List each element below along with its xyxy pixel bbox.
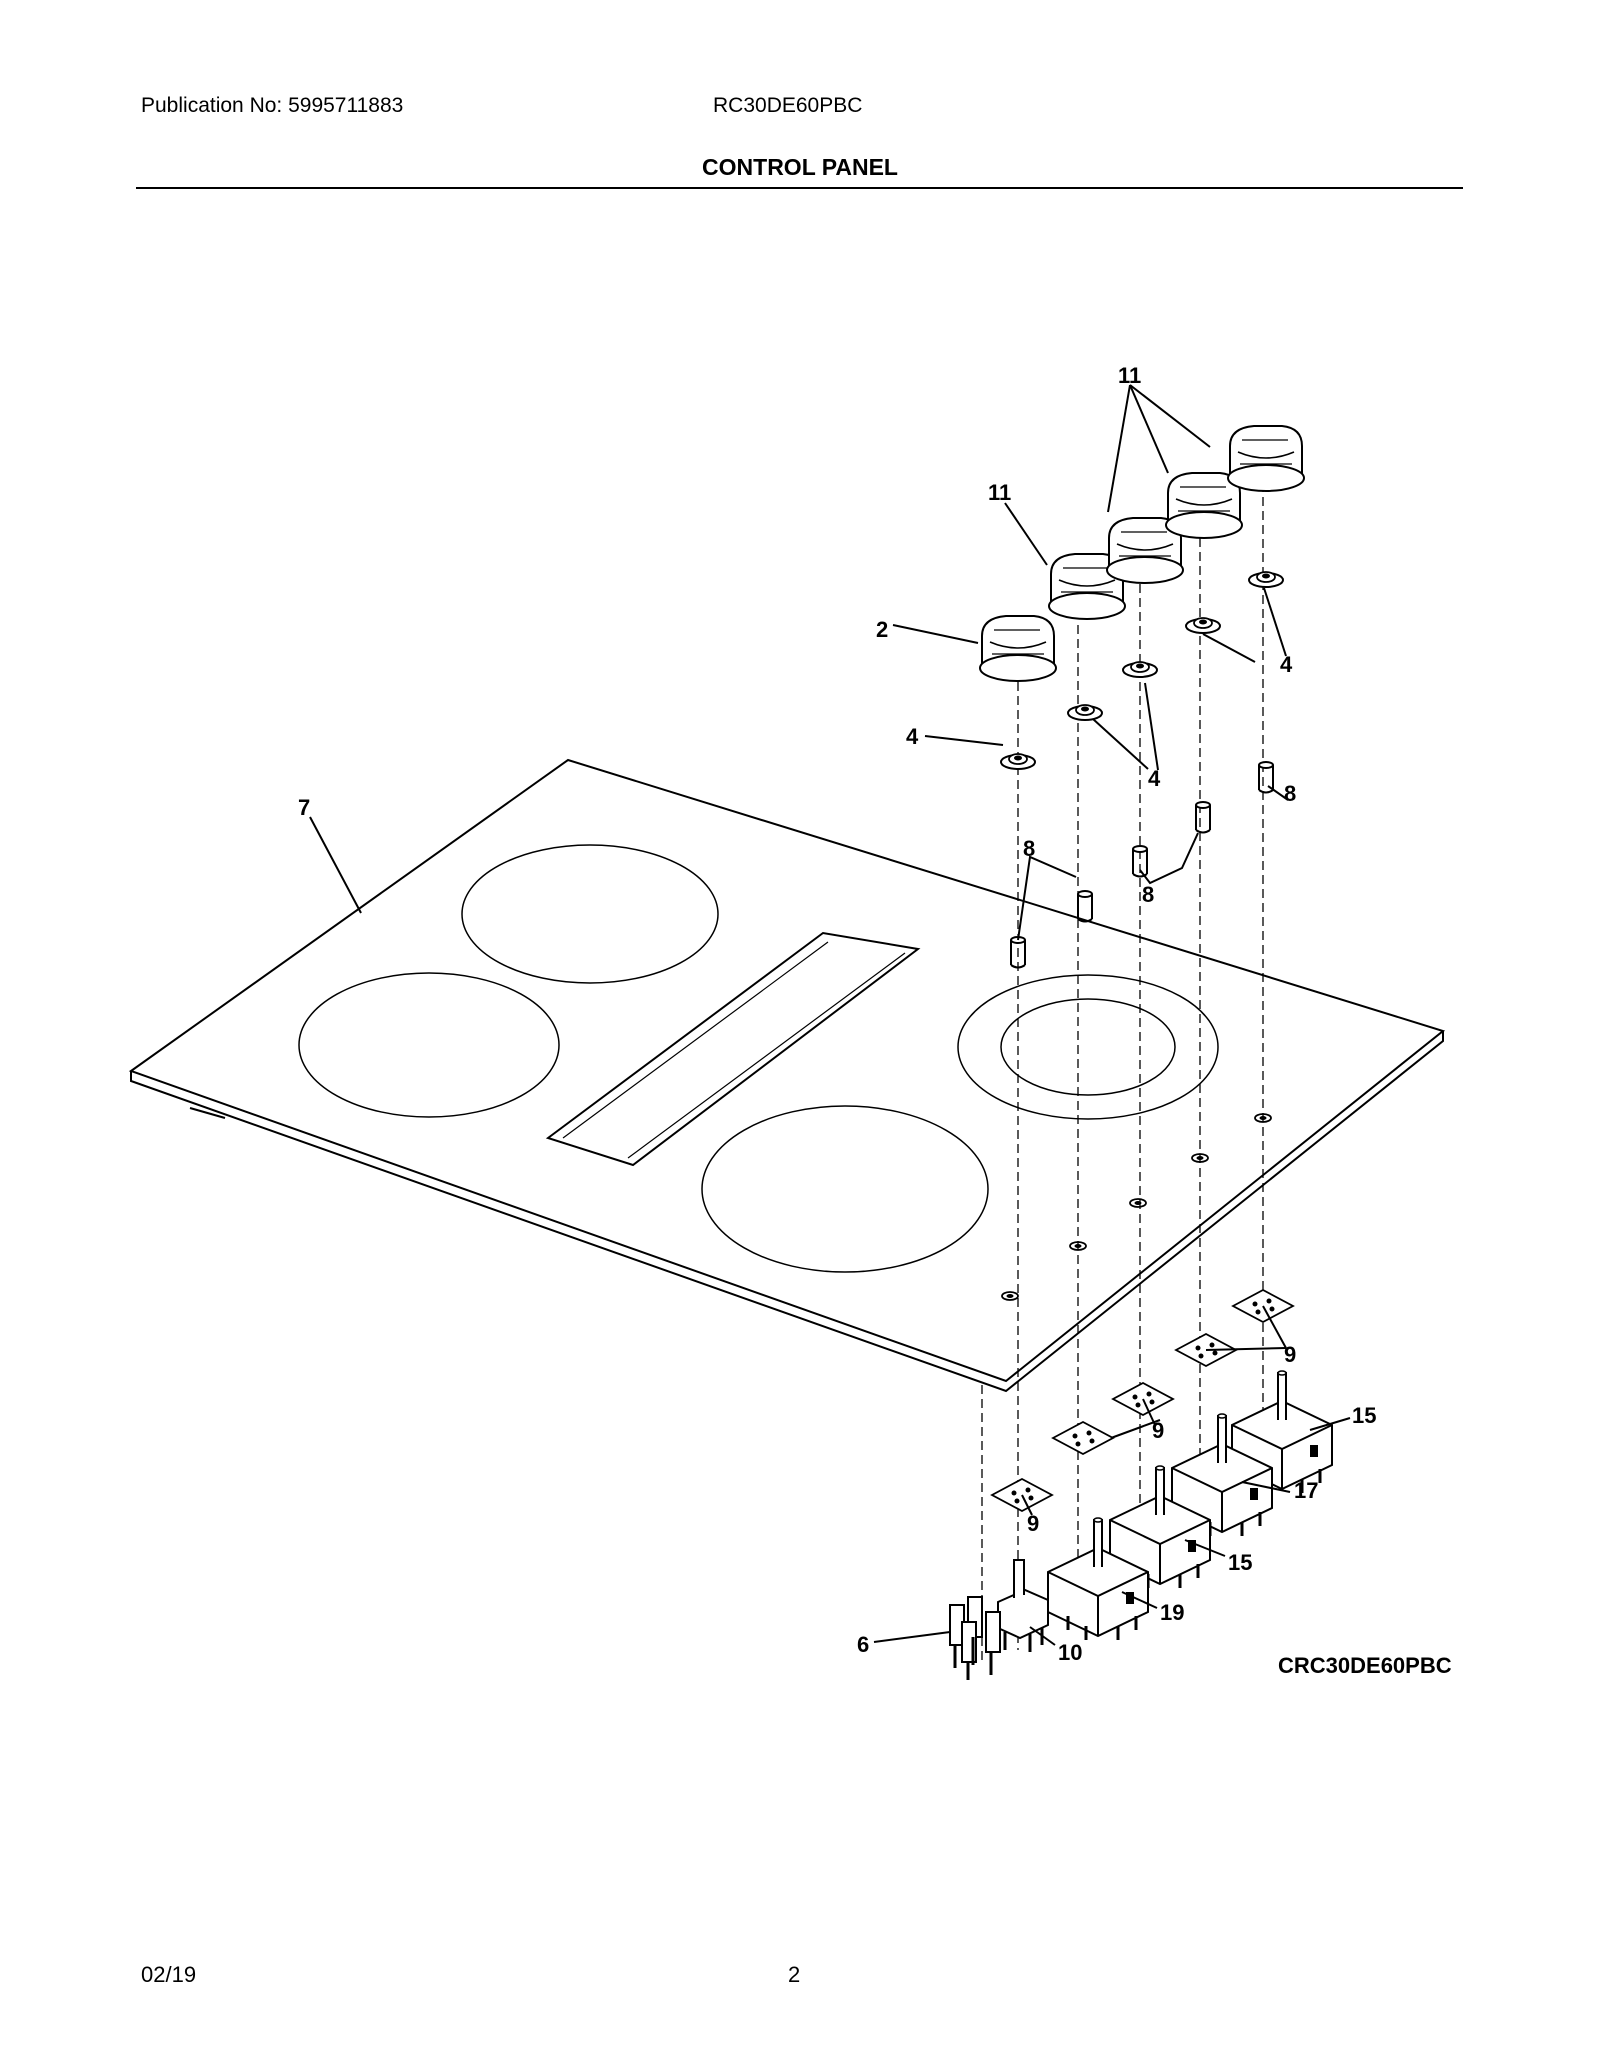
callout-11-left: 11 — [988, 480, 1011, 505]
indicator-lights-6 — [949, 1596, 1001, 1680]
insulator-9-b — [1052, 1421, 1114, 1455]
bezel-4-d — [1185, 617, 1221, 634]
knob-11-d — [1227, 425, 1305, 492]
publication-number: Publication No: 5995711883 — [141, 94, 404, 117]
callout-17: 17 — [1294, 1478, 1318, 1503]
leader-lines — [309, 384, 1351, 1646]
knob-2 — [979, 615, 1057, 682]
callout-9-right: 9 — [1284, 1342, 1296, 1367]
spacer-8-d — [1195, 801, 1211, 834]
callout-9-left: 9 — [1027, 1511, 1039, 1536]
bezel-4-b — [1067, 704, 1103, 721]
knob-hole-1 — [1001, 1291, 1019, 1301]
callout-4-mid: 4 — [1148, 766, 1161, 791]
callout-8-right: 8 — [1284, 781, 1296, 806]
callout-19: 19 — [1160, 1600, 1184, 1625]
bezel-4-e — [1248, 571, 1284, 588]
callout-2: 2 — [876, 617, 888, 642]
title-rule — [136, 187, 1463, 189]
callout-6: 6 — [857, 1632, 869, 1657]
diagram-id: CRC30DE60PBC — [1278, 1653, 1452, 1678]
callout-9-mid: 9 — [1152, 1418, 1164, 1443]
callout-7: 7 — [298, 795, 310, 820]
callout-4-left: 4 — [906, 724, 919, 749]
burner-front-left — [298, 972, 560, 1118]
footer-date: 02/19 — [141, 1962, 197, 1987]
knob-hole-3 — [1129, 1198, 1147, 1208]
cooktop-glass — [128, 758, 1446, 1393]
switch-10 — [997, 1559, 1049, 1652]
callout-15-right: 15 — [1352, 1403, 1376, 1428]
callout-10: 10 — [1058, 1640, 1082, 1665]
burner-rear-left — [461, 844, 719, 984]
spacer-8-b — [1077, 890, 1093, 923]
callout-15-mid: 15 — [1228, 1550, 1252, 1575]
callout-11-top: 11 — [1118, 363, 1141, 388]
bezel-4-c — [1122, 661, 1158, 678]
burner-right-outer — [957, 974, 1219, 1120]
page-title: CONTROL PANEL — [702, 154, 898, 180]
model-number: RC30DE60PBC — [713, 94, 863, 117]
callout-8-left: 8 — [1023, 836, 1035, 861]
burner-right-inner — [1000, 998, 1176, 1096]
callout-8-mid: 8 — [1142, 882, 1154, 907]
burner-front-center — [701, 1105, 989, 1273]
page-number: 2 — [788, 1962, 801, 1987]
bezel-4-a — [1000, 753, 1036, 770]
callout-4-right: 4 — [1280, 652, 1293, 677]
center-slot — [545, 931, 921, 1167]
